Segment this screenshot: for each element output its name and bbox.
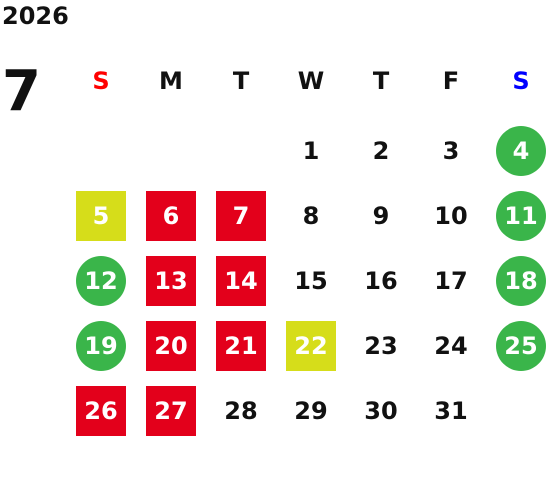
- calendar-cell: 27: [136, 378, 206, 443]
- calendar-cell: 1: [276, 118, 346, 183]
- calendar-day-24: 24: [434, 331, 468, 360]
- calendar-day-10: 10: [434, 201, 468, 230]
- calendar-cell: 28: [206, 378, 276, 443]
- weekday-header: M: [159, 67, 183, 95]
- calendar-cell: 25: [486, 313, 548, 378]
- calendar-cell: [206, 118, 276, 183]
- calendar-cell: 12: [66, 248, 136, 313]
- calendar-day-23: 23: [364, 331, 398, 360]
- calendar-cell: [66, 118, 136, 183]
- weekday-header: F: [442, 67, 460, 95]
- calendar-cell: 9: [346, 183, 416, 248]
- calendar-day-31: 31: [434, 396, 468, 425]
- calendar-cell: 31: [416, 378, 486, 443]
- calendar-day-6: 6: [146, 190, 196, 241]
- calendar-day-20: 20: [146, 320, 196, 371]
- calendar-cell: [486, 378, 548, 443]
- calendar-cell: [136, 118, 206, 183]
- calendar-cell: 14: [206, 248, 276, 313]
- calendar-day-2: 2: [372, 136, 390, 165]
- calendar-day-16: 16: [364, 266, 398, 295]
- calendar-cell: 10: [416, 183, 486, 248]
- calendar-day-1: 1: [302, 136, 320, 165]
- calendar-cell: 2: [346, 118, 416, 183]
- calendar-cell: 13: [136, 248, 206, 313]
- calendar-cell: 23: [346, 313, 416, 378]
- calendar-cell: 24: [416, 313, 486, 378]
- calendar-empty: [216, 126, 266, 176]
- calendar-cell: 11: [486, 183, 548, 248]
- weekday-header: S: [512, 67, 530, 95]
- calendar-cell: 5: [66, 183, 136, 248]
- calendar-day-8: 8: [302, 201, 320, 230]
- calendar-cell: 30: [346, 378, 416, 443]
- calendar-day-26: 26: [76, 385, 126, 436]
- calendar-cell: 7: [206, 183, 276, 248]
- calendar-day-11: 11: [496, 190, 546, 241]
- calendar-day-25: 25: [496, 320, 546, 371]
- calendar-cell: 17: [416, 248, 486, 313]
- weekday-header: W: [297, 67, 325, 95]
- calendar-cell: 20: [136, 313, 206, 378]
- calendar-cell: 19: [66, 313, 136, 378]
- calendar-day-7: 7: [216, 190, 266, 241]
- calendar-cell: 29: [276, 378, 346, 443]
- calendar-cell: 3: [416, 118, 486, 183]
- calendar-empty: [76, 126, 126, 176]
- weekday-header: T: [232, 67, 250, 95]
- calendar-cell: 26: [66, 378, 136, 443]
- calendar-cell: 4: [486, 118, 548, 183]
- calendar-day-3: 3: [442, 136, 460, 165]
- calendar-day-12: 12: [76, 255, 126, 306]
- calendar-day-21: 21: [216, 320, 266, 371]
- calendar-day-28: 28: [224, 396, 258, 425]
- calendar-day-29: 29: [294, 396, 328, 425]
- calendar-month: 7: [2, 59, 41, 124]
- weekday-header: S: [92, 67, 110, 95]
- calendar-day-27: 27: [146, 385, 196, 436]
- calendar-day-22: 22: [286, 320, 336, 371]
- calendar-cell: 21: [206, 313, 276, 378]
- calendar-cell: 8: [276, 183, 346, 248]
- calendar-empty: [146, 126, 196, 176]
- calendar-day-14: 14: [216, 255, 266, 306]
- calendar-empty: [496, 386, 546, 436]
- calendar-day-4: 4: [496, 125, 546, 176]
- calendar-day-17: 17: [434, 266, 468, 295]
- calendar-day-18: 18: [496, 255, 546, 306]
- calendar-cell: 16: [346, 248, 416, 313]
- calendar-day-9: 9: [372, 201, 390, 230]
- calendar-day-15: 15: [294, 266, 328, 295]
- calendar-day-13: 13: [146, 255, 196, 306]
- calendar-cell: 18: [486, 248, 548, 313]
- calendar-day-5: 5: [76, 190, 126, 241]
- weekday-header: T: [372, 67, 390, 95]
- calendar-cell: 22: [276, 313, 346, 378]
- calendar-year: 2026: [2, 2, 69, 30]
- calendar-cell: 15: [276, 248, 346, 313]
- calendar-cell: 6: [136, 183, 206, 248]
- calendar-day-19: 19: [76, 320, 126, 371]
- calendar-day-30: 30: [364, 396, 398, 425]
